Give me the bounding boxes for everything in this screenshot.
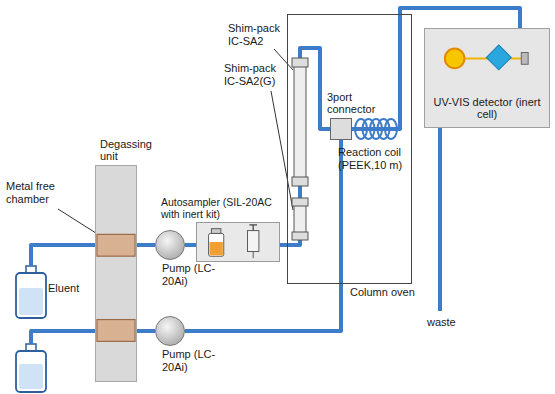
tube: [287, 240, 300, 245]
uv-vis-detector: UV-VIS detector (inert cell): [424, 28, 550, 128]
leader-line: [271, 91, 293, 210]
uv-vis-detector-label: UV-VIS detector (inert cell): [429, 96, 545, 121]
degassing-unit-label: Degassing unit: [100, 138, 164, 163]
part-label: Reaction coil (PEEK,10 m): [338, 146, 406, 171]
photodiode: [521, 53, 528, 65]
chamber-drawing: [96, 166, 136, 381]
autosampler-drawing: [197, 223, 279, 261]
pump-label: Pump (LC-20Ai): [162, 262, 238, 287]
eluent-tube: [31, 331, 95, 344]
syringe-plunger: [249, 224, 257, 225]
part-label: waste: [427, 316, 467, 329]
three-port-connector-label: 3port connector: [327, 91, 387, 116]
syringe-barrel: [248, 231, 259, 252]
tubing-connector: [185, 140, 341, 331]
three-port-connector: 3port connector: [330, 118, 352, 140]
tube: [298, 186, 302, 198]
column-oven-label: Column oven: [350, 286, 430, 299]
lamp: [445, 49, 465, 69]
syringe-needle: [253, 252, 254, 259]
waste-tube: [438, 128, 442, 311]
part-label: Shim-pack IC-SA2(G): [224, 62, 286, 87]
tubing-connector: [185, 243, 196, 247]
part-label: Metal free chamber: [6, 180, 86, 205]
leader-line: [274, 49, 293, 70]
metal-free-chamber: [97, 234, 135, 256]
part-label: Shim-pack IC-SA2: [228, 22, 286, 47]
vial: [209, 233, 224, 256]
autosampler-label: Autosampler (SIL-20AC with inert kit): [161, 196, 285, 220]
tubing-connector: [137, 329, 155, 333]
eluent-tube: [31, 245, 95, 266]
autosampler: Autosampler (SIL-20AC with inert kit): [196, 222, 280, 262]
pump: Pump (LC-20Ai): [155, 316, 185, 346]
vial-cap: [211, 229, 221, 234]
grating: [486, 45, 511, 70]
leader-line: [58, 209, 99, 235]
vial-liquid: [210, 242, 223, 255]
eluent-bottle: [16, 344, 46, 392]
degassing-unit: Degassing unit: [95, 165, 137, 382]
syringe-plunger: [252, 225, 253, 231]
eluent-bottle: [16, 266, 46, 318]
pump-label: Pump (LC-20Ai): [162, 348, 238, 373]
guard-column: [292, 198, 308, 240]
pump: Pump (LC-20Ai): [155, 230, 185, 260]
analytical-column: [292, 58, 308, 186]
part-label: Eluent: [48, 282, 92, 295]
tubing-connector: [137, 243, 155, 247]
metal-free-chamber: [97, 320, 135, 342]
tubing-connector: [280, 243, 287, 247]
